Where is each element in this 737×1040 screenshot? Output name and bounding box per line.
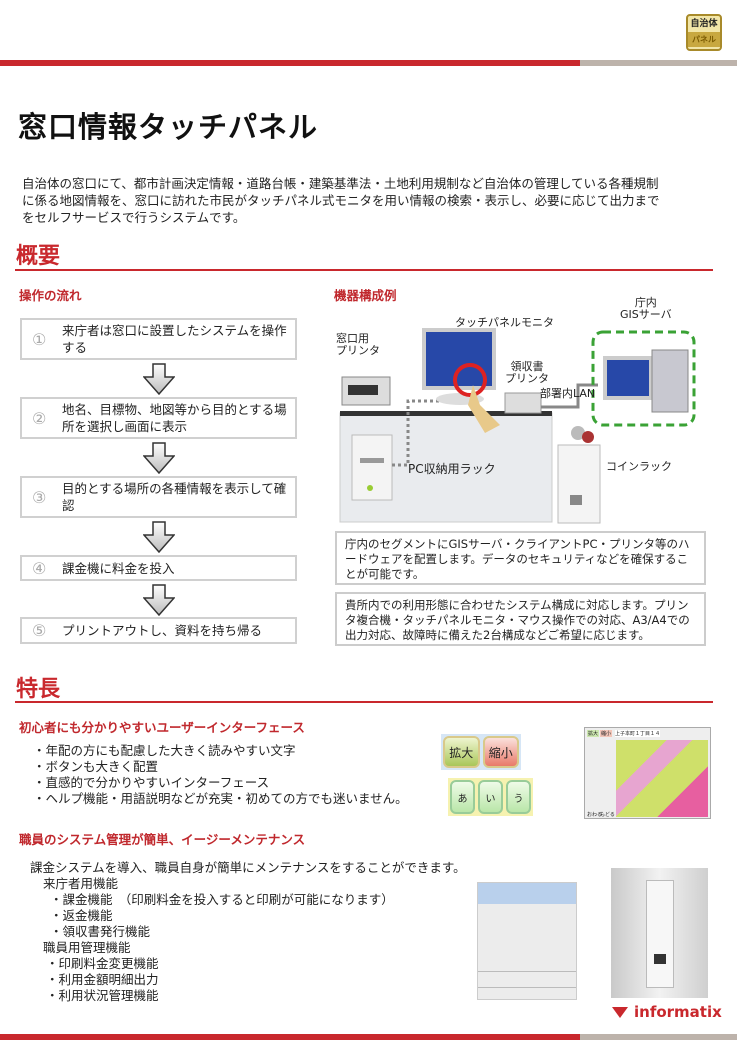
step-text: 目的とする場所の各種情報を表示して確認 <box>62 481 287 513</box>
step-number: ③ <box>32 487 47 507</box>
flow-title: 操作の流れ <box>19 288 82 303</box>
map-back: もどる <box>600 812 615 818</box>
map-address: 上子本町１丁目１４ <box>615 730 661 737</box>
intro-line: に係る地図情報を、窓口に訪れた市民がタッチパネル式モニタを用い情報の検索・表示し… <box>22 193 660 208</box>
label-gis-server: 庁内 GISサーバ <box>620 296 672 321</box>
label-window-printer: 窓口用 プリンタ <box>336 332 380 357</box>
bottom-bar-gray <box>580 1034 737 1040</box>
category-badge: 自治体 パネル <box>686 14 722 51</box>
top-bar-gray <box>580 60 737 66</box>
ui-feature-title: 初心者にも分かりやすいユーザーインターフェース <box>19 720 305 735</box>
overview-heading: 概要 <box>16 244 61 269</box>
maint-line: 課金システムを導入、職員自身が簡単にメンテナンスをすることができます。 <box>30 860 466 875</box>
step-text: 地名、目標物、地図等から目的とする場所を選択し画面に表示 <box>62 402 287 434</box>
maintenance-text: 課金システムを導入、職員自身が簡単にメンテナンスをすることができます。 来庁者用… <box>30 860 466 1004</box>
flow-step: ③ 目的とする場所の各種情報を表示して確認 <box>20 476 297 518</box>
label-coin-rack: コインラック <box>606 460 672 473</box>
maint-line: ・利用状況管理機能 <box>46 988 159 1003</box>
map-zoom-in: 拡大 <box>587 730 600 737</box>
overview-rule <box>15 269 713 271</box>
intro-line: をセルフサービスで行うシステムです。 <box>22 210 246 225</box>
label-pc-rack: PC収納用ラック <box>408 462 496 476</box>
down-arrow-icon <box>142 442 176 478</box>
page-title: 窓口情報タッチパネル <box>18 110 319 144</box>
badge-line1: 自治体 <box>690 19 718 29</box>
maint-line: ・返金機能 <box>50 908 113 923</box>
maint-line: 来庁者用機能 <box>43 876 119 891</box>
maint-line: ・印刷料金変更機能 <box>46 956 159 971</box>
map-area <box>616 740 708 817</box>
sample-kana-buttons: あ い う <box>448 778 533 816</box>
equipment-note-1: 庁内のセグメントにGISサーバ・クライアントPC・プリンタ等のハードウェアを配置… <box>335 531 706 585</box>
step-number: ② <box>32 408 47 428</box>
logo-mark-icon <box>612 1006 628 1018</box>
flow-step: ① 来庁者は窓口に設置したシステムを操作する <box>20 318 297 360</box>
step-text: プリントアウトし、資料を持ち帰る <box>62 623 263 638</box>
label-touch-monitor: タッチパネルモニタ <box>455 316 554 329</box>
intro-text: 自治体の窓口にて、都市計画決定情報・道路台帳・建築基準法・土地利用規制など自治体… <box>22 175 660 226</box>
flow-step: ④ 課金機に料金を投入 <box>20 555 297 581</box>
sample-zoom-out-button: 縮小 <box>482 736 519 768</box>
kana-button: い <box>478 780 503 814</box>
maintenance-title: 職員のシステム管理が簡単、イージーメンテナンス <box>19 832 306 847</box>
step-text: 課金機に料金を投入 <box>62 560 175 576</box>
ui-feature-bullets: ・年配の方にも配慮した大きく読みやすい文字 ・ボタンも大きく配置 ・直感的で分か… <box>33 743 408 807</box>
features-heading: 特長 <box>16 677 61 702</box>
step-number: ④ <box>32 558 47 578</box>
step-number: ⑤ <box>32 621 47 640</box>
logo-text: informatix <box>634 1003 722 1021</box>
bullet: ・年配の方にも配慮した大きく読みやすい文字 <box>33 743 296 758</box>
down-arrow-icon <box>142 521 176 557</box>
equipment-diagram: 窓口用 プリンタ タッチパネルモニタ 領収書 プリンタ 部署内LAN 庁内 GI… <box>330 295 730 525</box>
label-receipt-printer: 領収書 プリンタ <box>505 360 549 385</box>
coin-machine-photo <box>611 868 708 998</box>
kana-button: う <box>506 780 531 814</box>
bullet: ・ボタンも大きく配置 <box>33 759 159 774</box>
step-number: ① <box>32 329 47 349</box>
kana-button: あ <box>450 780 475 814</box>
equipment-note-2: 貴所内での利用形態に合わせたシステム構成に対応します。プリンタ複合機・タッチパネ… <box>335 592 706 646</box>
bullet: ・直感的で分かりやすいインターフェース <box>33 775 270 790</box>
badge-line2: パネル <box>688 32 720 47</box>
bottom-bar <box>0 1034 580 1040</box>
printer-photo <box>477 882 577 1000</box>
maint-line: ・利用金額明細出力 <box>46 972 159 987</box>
down-arrow-icon <box>142 363 176 399</box>
diagram-graphic <box>339 328 696 524</box>
bullet: ・ヘルプ機能・用語説明などが充実・初めての方でも迷いません。 <box>33 791 408 806</box>
flow-step: ② 地名、目標物、地図等から目的とする場所を選択し画面に表示 <box>20 397 297 439</box>
top-bar <box>0 60 580 66</box>
label-lan: 部署内LAN <box>540 387 596 400</box>
sample-zoom-buttons: 拡大 縮小 <box>441 734 521 770</box>
features-rule <box>15 701 713 703</box>
map-zoom-out: 縮小 <box>600 730 613 737</box>
maint-line: 職員用管理機能 <box>43 940 131 955</box>
sample-zoom-in-button: 拡大 <box>443 736 480 768</box>
equipment-title: 機器構成例 <box>334 288 397 303</box>
step-text: 来庁者は窓口に設置したシステムを操作する <box>62 323 287 355</box>
down-arrow-icon <box>142 584 176 620</box>
informatix-logo: informatix <box>612 1003 722 1021</box>
map-screen-sample: 拡大 縮小 上子本町１丁目１４ おわる もどる <box>584 727 711 819</box>
map-exit: おわる <box>587 812 603 818</box>
flow-step: ⑤ プリントアウトし、資料を持ち帰る <box>20 617 297 644</box>
maint-line: ・領収書発行機能 <box>50 924 151 939</box>
intro-line: 自治体の窓口にて、都市計画決定情報・道路台帳・建築基準法・土地利用規制など自治体… <box>22 176 659 191</box>
maint-line: ・課金機能 （印刷料金を投入すると印刷が可能になります） <box>50 892 394 907</box>
